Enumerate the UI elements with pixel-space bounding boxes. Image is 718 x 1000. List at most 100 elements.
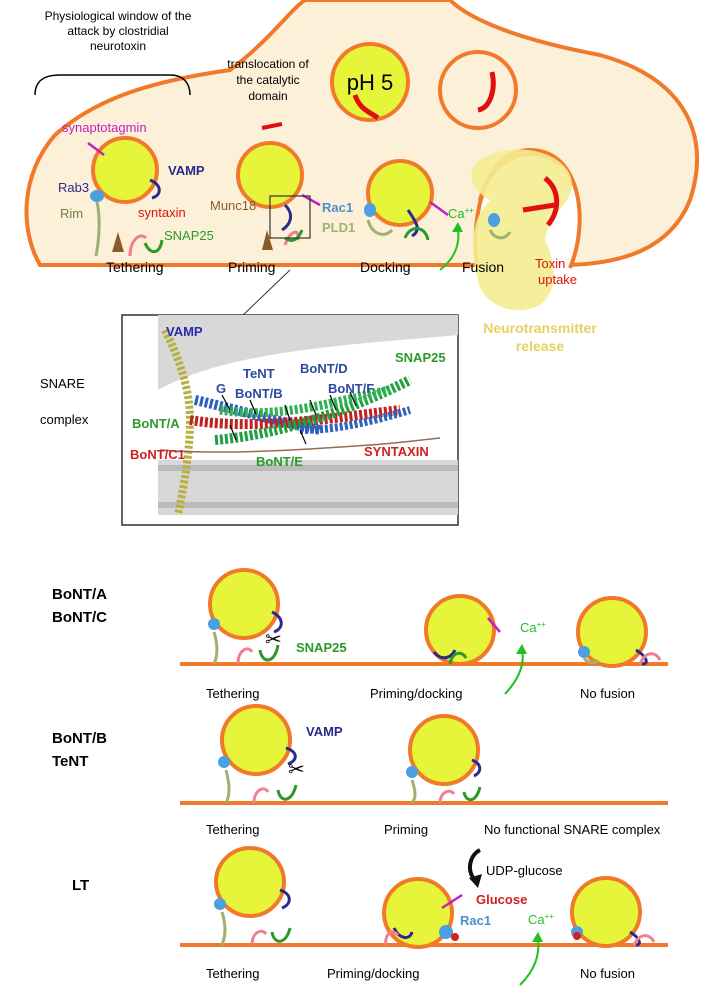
vesicle-tethering — [91, 136, 159, 204]
window-label-line2: attack by clostridial — [67, 24, 168, 38]
panel1-title-line1: BoNT/A — [52, 586, 107, 603]
label-rab3: Rab3 — [58, 180, 89, 195]
toxin-uptake-bar — [522, 202, 556, 213]
toxin-uptake-hook — [543, 176, 560, 227]
snare-label-bont-a: BoNT/A — [132, 416, 180, 431]
panel3-title: LT — [72, 877, 89, 894]
panel3-vesicle-2 — [382, 877, 454, 949]
panel2-stage-1: Tethering — [206, 822, 259, 837]
label-rac1-top: Rac1 — [322, 200, 353, 215]
rac1-marker — [364, 203, 376, 217]
panel1-title-line2: BoNT/C — [52, 609, 107, 626]
vesicle-membrane-band — [158, 315, 458, 390]
ph-label: pH 5 — [347, 70, 393, 95]
snap25-docking — [403, 227, 430, 241]
panel3-label-rac1: Rac1 — [460, 913, 491, 928]
snare-label-bont-e: BoNT/E — [256, 454, 303, 469]
neurotransmitter-cloud — [471, 149, 573, 311]
vamp-top — [149, 178, 161, 200]
synaptotagmin-priming — [301, 193, 321, 207]
label-synaptotagmin: synaptotagmin — [62, 120, 147, 135]
neurotransmitter-line1: Neurotransmitter — [483, 320, 597, 336]
snare-label-bont-f: BoNT/F — [328, 381, 374, 396]
translocation-line2: the catalytic — [236, 73, 299, 87]
window-label-line1: Physiological window of the — [45, 9, 192, 23]
snare-label-vamp: VAMP — [166, 324, 203, 339]
panel-bont-a-c: BoNT/A BoNT/C ✂ SNAP25 Ca++ Tethering Pr… — [52, 568, 668, 701]
snare-label-g: G — [216, 381, 226, 396]
panel1-label-ca: Ca++ — [520, 620, 546, 635]
vamp-helix-tail — [299, 406, 412, 434]
rab3-fusion — [488, 213, 500, 227]
cleavage-sites — [221, 391, 357, 445]
empty-vesicle — [438, 50, 518, 130]
panel3-label-udp-glucose: UDP-glucose — [486, 863, 563, 878]
munc18-tethering — [112, 232, 124, 252]
panel3-stage-1: Tethering — [206, 966, 259, 981]
toxin-uptake-line2: uptake — [538, 272, 577, 287]
panel1-vesicle-3 — [576, 596, 648, 668]
panel3-vesicle-1 — [214, 846, 286, 918]
panel2-label-vamp: VAMP — [306, 724, 343, 739]
syntaxin-linker — [159, 437, 441, 453]
panel2-stage-2: Priming — [384, 822, 428, 837]
snare-side-line1: SNARE — [40, 376, 85, 391]
panel1-vesicle-1 — [208, 568, 280, 640]
translocation-line1: translocation of — [227, 57, 309, 71]
neurotransmitter-line2: release — [516, 338, 564, 354]
snare-label-syntaxin: SYNTAXIN — [364, 444, 429, 459]
toxin-in-vesicle — [352, 94, 380, 121]
snare-label-snap25: SNAP25 — [395, 350, 446, 365]
snare-label-tent: TeNT — [243, 366, 275, 381]
panel3-vesicle-3 — [570, 876, 642, 948]
vamp-docking — [406, 209, 419, 238]
label-munc18: Munc18 — [210, 198, 256, 213]
label-snap25-top: SNAP25 — [164, 228, 214, 243]
pld1-stalk — [366, 219, 394, 236]
snare-label-bont-d: BoNT/D — [300, 361, 348, 376]
panel1-stage-1: Tethering — [206, 686, 259, 701]
synaptotagmin-docking — [429, 200, 449, 217]
snare-label-bont-b: BoNT/B — [235, 386, 283, 401]
panel3-label-glucose: Glucose — [476, 892, 527, 907]
label-ca-top: Ca++ — [448, 206, 474, 221]
label-pld1: PLD1 — [322, 220, 355, 235]
syntaxin-helix — [189, 405, 401, 430]
panel2-title-line2: TeNT — [52, 753, 88, 770]
snare-side-line2: complex — [40, 412, 89, 427]
rab3-marker — [90, 190, 104, 202]
stage-tethering-top: Tethering — [106, 259, 164, 275]
stage-docking-top: Docking — [360, 259, 411, 275]
panel2-stage-3: No functional SNARE complex — [484, 822, 661, 837]
zoom-leader — [239, 269, 291, 319]
ca-arrow-top — [439, 227, 460, 271]
rim-fusion — [488, 229, 512, 240]
panel3-stage-2: Priming/docking — [327, 966, 420, 981]
snap25-top — [143, 239, 164, 254]
plasma-membrane-band — [158, 460, 458, 515]
panel3-label-ca: Ca++ — [528, 912, 554, 927]
toxin-uptake-line1: Toxin — [535, 256, 565, 271]
panel2-vesicle-1 — [220, 704, 292, 776]
snare-label-bont-c1: BoNT/C1 — [130, 447, 185, 462]
label-rim: Rim — [60, 206, 83, 221]
scissors-icon: ✂ — [265, 629, 282, 651]
syntaxin-top — [128, 234, 148, 257]
panel2-vesicle-2 — [408, 714, 480, 786]
panel3-stage-3: No fusion — [580, 966, 635, 981]
panel1-stage-2: Priming/docking — [370, 686, 463, 701]
snap25-helix-b — [219, 385, 391, 418]
panel2-title-line1: BoNT/B — [52, 730, 107, 747]
panel1-vesicle-2 — [424, 594, 496, 666]
acidic-vesicle — [330, 42, 410, 122]
stage-priming-top: Priming — [228, 259, 275, 275]
translocation-line3: domain — [248, 89, 287, 103]
label-syntaxin: syntaxin — [138, 205, 186, 220]
vamp-priming — [281, 203, 293, 232]
panel-lt: LT UDP-glucose Glucose Rac1 Ca++ Tetheri… — [72, 846, 668, 986]
vesicle-docking — [366, 159, 434, 227]
stage-fusion-top: Fusion — [462, 259, 504, 275]
panel-bont-b-tent: BoNT/B TeNT ✂ VAMP Tethering Priming No … — [52, 704, 668, 837]
panel1-stage-3: No fusion — [580, 686, 635, 701]
